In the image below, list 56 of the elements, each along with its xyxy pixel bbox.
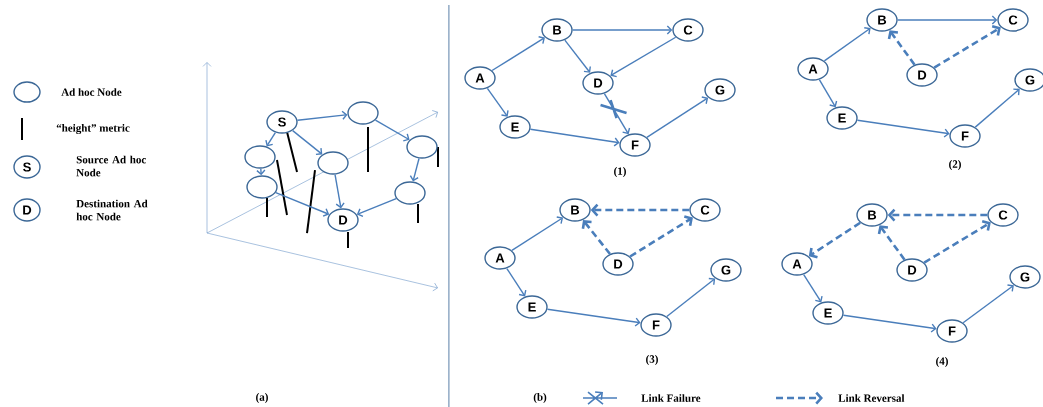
panel-caption: (a) [256,393,268,403]
legend-text: Link Failure [641,394,701,402]
legend-text: Link Reversal [838,394,905,402]
arrow [877,225,906,261]
arrow [666,277,716,318]
arrow [590,203,690,217]
arrow [856,119,950,138]
legend-text: Ad hoc Node [61,88,122,96]
arrow [962,284,1014,324]
arrow [803,273,823,303]
legend-text: “height” metric [56,124,130,135]
arrow [629,215,693,258]
arrow [887,208,988,222]
arrow [506,267,527,297]
arrow [564,39,591,73]
arrow [334,173,345,209]
node-circle [347,101,379,125]
node-circle [246,175,278,199]
arrow [292,129,323,156]
arrow [603,93,631,135]
arrow [296,110,348,121]
arrow [823,27,871,62]
panel-caption: (1) [614,167,626,177]
panel-caption: (2) [949,160,961,170]
arrow [974,88,1020,128]
arrow [486,87,509,117]
arrow [356,197,397,217]
arrow [511,216,564,252]
arrow [610,36,677,78]
arrow [933,24,1001,69]
arrow [572,25,673,35]
arrow [374,119,410,142]
arrow [529,128,620,147]
arrow [818,79,838,108]
arrow [887,30,916,66]
panel-caption: (3) [646,355,658,365]
arrow [897,15,998,25]
arrow [646,96,709,139]
panel-caption: (b) [533,393,547,403]
arrow [842,314,937,333]
arrow [265,131,277,147]
panel-caption: (4) [936,357,948,367]
node-circle [244,145,276,169]
legend-text: Destination Ad hoc Node [76,199,148,221]
arrow [923,219,991,264]
node-circle [394,181,426,205]
arrow [256,168,266,176]
arrow [491,36,545,72]
arrow [275,191,330,217]
node-circle [317,151,349,175]
arrow [808,221,861,259]
arrow [546,308,641,327]
node-circle [406,135,438,159]
arrow [581,220,611,255]
arrow [409,157,420,182]
legend-text: Source Ad hoc Node [76,155,146,177]
